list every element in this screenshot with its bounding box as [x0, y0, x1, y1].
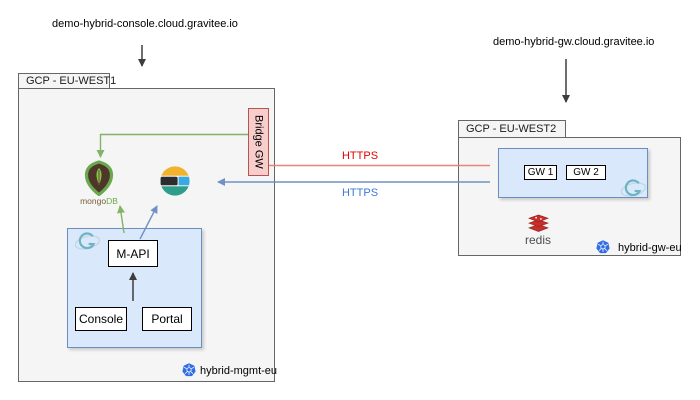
bridge-gw-node: Bridge GW	[248, 108, 269, 176]
portal-label: Portal	[151, 312, 183, 326]
mongodb-word-db: DB	[106, 196, 118, 206]
https-bridge-label: HTTPS	[341, 150, 379, 162]
kubernetes-icon	[596, 240, 610, 254]
kubernetes-icon	[182, 363, 196, 377]
console-label: Console	[78, 312, 124, 326]
mongodb-word-mongo: mongo	[80, 196, 107, 206]
portal-node: Portal	[142, 307, 192, 331]
hybrid-gw-eu-label: hybrid-gw-eu	[618, 242, 682, 254]
gw2-node: GW 2	[566, 165, 606, 180]
gateway-dns-label: demo-hybrid-gw.cloud.gravitee.io	[493, 36, 655, 48]
zone-label-eu-west1: GCP - EU-WEST1	[18, 73, 116, 89]
gravitee-logo-icon	[74, 232, 101, 250]
gravitee-logo-icon	[620, 179, 647, 197]
console-dns-label: demo-hybrid-console.cloud.gravitee.io	[52, 18, 238, 30]
hybrid-mgmt-eu-label: hybrid-mgmt-eu	[200, 365, 278, 377]
elasticsearch-icon	[160, 166, 190, 196]
mongodb-wordmark: mongoDB	[72, 196, 126, 206]
mapi-label: M-API	[116, 246, 150, 261]
mapi-node: M-API	[108, 240, 158, 267]
zone-label-eu-west2: GCP - EU-WEST2	[458, 120, 566, 138]
gw2-label: GW 2	[573, 167, 599, 178]
gw1-label: GW 1	[527, 167, 554, 178]
redis-label: redis	[524, 233, 551, 247]
console-node: Console	[75, 307, 127, 331]
https-es-label: HTTPS	[341, 187, 379, 199]
mongodb-icon	[84, 160, 114, 196]
gw1-node: GW 1	[524, 165, 557, 180]
bridge-gw-label: Bridge GW	[252, 115, 265, 169]
redis-icon	[528, 214, 549, 232]
